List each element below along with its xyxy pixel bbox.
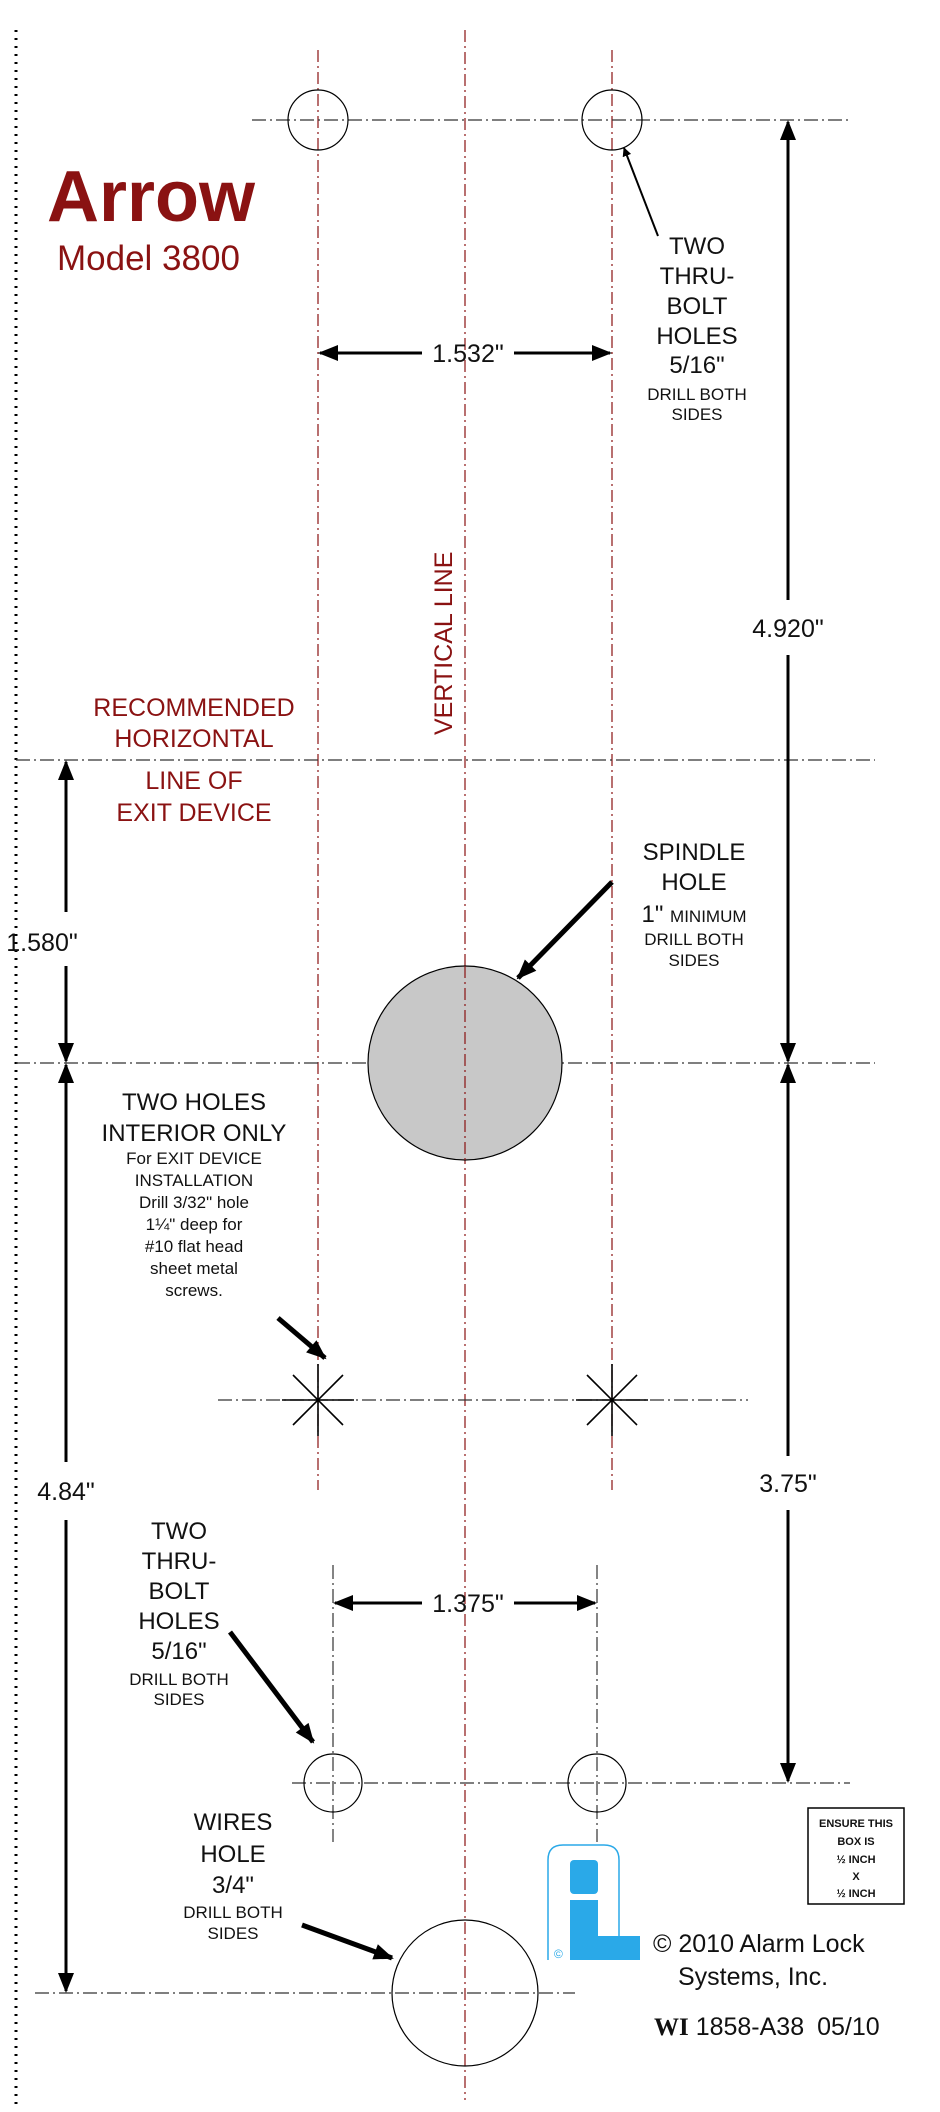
svg-text:HOLE: HOLE [661, 869, 726, 896]
spindle-to-bottom-label: 4.84" [37, 1478, 95, 1506]
svg-text:TWO: TWO [669, 233, 725, 260]
svg-text:SIDES: SIDES [668, 951, 719, 970]
reference-lines [16, 119, 875, 1994]
svg-text:SIDES: SIDES [207, 1924, 258, 1943]
spindle-callout: SPINDLE HOLE 1" MINIMUM DRILL BOTH SIDES [641, 839, 746, 970]
svg-text:LINE OF: LINE OF [145, 767, 242, 795]
svg-text:TWO HOLES: TWO HOLES [122, 1089, 266, 1116]
wires-hole-callout: WIRES HOLE 3/4" DRILL BOTH SIDES [183, 1809, 283, 1943]
vertical-line-label: VERTICAL LINE [430, 552, 458, 735]
wires-hole [391, 1919, 539, 2067]
svg-text:3/4": 3/4" [212, 1872, 254, 1899]
wires-hole-leader [301, 1922, 394, 1961]
svg-text:5/16": 5/16" [151, 1638, 206, 1665]
svg-text:Systems, Inc.: Systems, Inc. [678, 1963, 828, 1991]
document-number: WI 1858-A38 05/10 [654, 2013, 880, 2041]
svg-text:HORIZONTAL: HORIZONTAL [114, 725, 273, 753]
dimension-arrows [58, 120, 796, 1993]
svg-text:INSTALLATION: INSTALLATION [135, 1171, 253, 1190]
top-holes-leader [622, 147, 659, 237]
copyright-text: © 2010 Alarm Lock Systems, Inc. [653, 1930, 865, 1991]
svg-text:DRILL BOTH: DRILL BOTH [644, 930, 744, 949]
bottom-holes-callout: TWO THRU- BOLT HOLES 5/16" DRILL BOTH SI… [129, 1518, 229, 1709]
spindle-leader [516, 880, 614, 980]
horizontal-to-spindle-label: 1.580" [6, 929, 77, 957]
interior-holes-leader [276, 1316, 327, 1360]
svg-text:BOLT: BOLT [667, 293, 728, 320]
top-left-thru-bolt-hole [287, 89, 349, 151]
svg-text:EXIT DEVICE: EXIT DEVICE [116, 799, 271, 827]
svg-text:SPINDLE: SPINDLE [643, 839, 746, 866]
svg-text:SIDES: SIDES [671, 405, 722, 424]
brand-title: Arrow [47, 157, 256, 237]
svg-text:#10 flat head: #10 flat head [145, 1237, 243, 1256]
interior-holes-callout: TWO HOLES INTERIOR ONLY For EXIT DEVICE … [102, 1089, 287, 1300]
svg-text:DRILL BOTH: DRILL BOTH [183, 1903, 283, 1922]
svg-text:BOX IS: BOX IS [837, 1836, 874, 1848]
svg-text:For EXIT DEVICE: For EXIT DEVICE [126, 1149, 262, 1168]
brand-model: Model 3800 [57, 239, 240, 278]
bottom-spacing-label: 1.375" [432, 1590, 503, 1618]
svg-text:DRILL BOTH: DRILL BOTH [647, 385, 747, 404]
svg-text:1¼" deep for: 1¼" deep for [146, 1215, 243, 1234]
svg-text:THRU-: THRU- [142, 1548, 217, 1575]
svg-text:Drill 3/32" hole: Drill 3/32" hole [139, 1193, 249, 1212]
horizontal-line-label: RECOMMENDED HORIZONTAL LINE OF EXIT DEVI… [93, 694, 294, 827]
top-to-spindle-label: 4.920" [752, 615, 823, 643]
svg-text:X: X [852, 1871, 860, 1883]
svg-text:1" MINIMUM: 1" MINIMUM [641, 901, 746, 928]
svg-text:HOLES: HOLES [138, 1608, 219, 1635]
svg-text:sheet metal: sheet metal [150, 1259, 238, 1278]
svg-text:RECOMMENDED: RECOMMENDED [93, 694, 294, 722]
svg-text:5/16": 5/16" [669, 352, 724, 379]
bottom-holes-leader [228, 1630, 315, 1744]
svg-text:SIDES: SIDES [153, 1690, 204, 1709]
svg-text:TWO: TWO [151, 1518, 207, 1545]
svg-text:HOLE: HOLE [200, 1841, 265, 1868]
top-right-thru-bolt-hole [581, 89, 643, 151]
svg-text:THRU-: THRU- [660, 263, 735, 290]
svg-text:© 2010 Alarm Lock: © 2010 Alarm Lock [653, 1930, 865, 1958]
svg-text:½ INCH: ½ INCH [836, 1888, 875, 1900]
leader-arrows [228, 147, 659, 1961]
bottom-right-thru-bolt-hole [567, 1753, 627, 1813]
alarm-lock-logo: © [547, 1844, 640, 1961]
spindle-to-bottom-holes-label: 3.75" [759, 1470, 817, 1498]
top-spacing-label: 1.532" [432, 340, 503, 368]
top-holes-callout: TWO THRU- BOLT HOLES 5/16" DRILL BOTH SI… [647, 233, 747, 424]
svg-text:ENSURE THIS: ENSURE THIS [819, 1818, 893, 1830]
svg-text:WIRES: WIRES [194, 1809, 273, 1836]
svg-text:screws.: screws. [165, 1281, 223, 1300]
svg-text:INTERIOR ONLY: INTERIOR ONLY [102, 1120, 287, 1147]
interior-right-mark-icon [576, 1364, 648, 1436]
bottom-left-thru-bolt-hole [303, 1753, 363, 1813]
svg-text:HOLES: HOLES [656, 323, 737, 350]
interior-left-mark-icon [282, 1364, 354, 1436]
svg-text:BOLT: BOLT [149, 1578, 210, 1605]
scale-check-box: ENSURE THIS BOX IS ½ INCH X ½ INCH [807, 1807, 905, 1905]
svg-text:½ INCH: ½ INCH [836, 1854, 875, 1866]
svg-text:DRILL BOTH: DRILL BOTH [129, 1670, 229, 1689]
logo-copyright-mark: © [554, 1947, 563, 1961]
